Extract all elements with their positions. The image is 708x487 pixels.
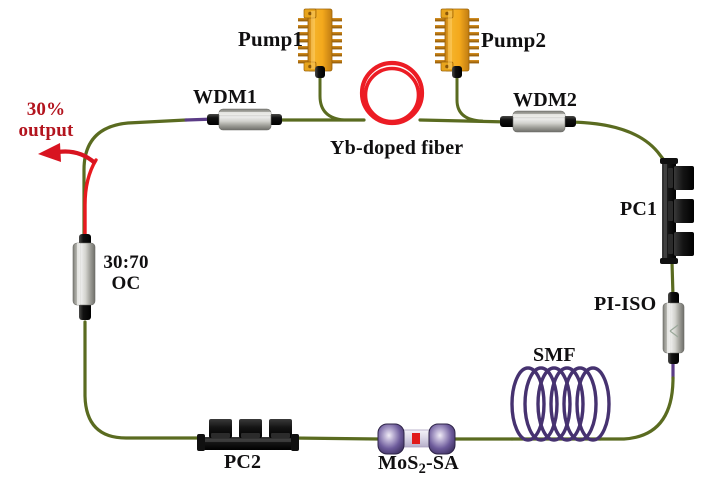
label-pump2: Pump2 [481, 28, 547, 52]
label-output: 30%output [6, 99, 86, 141]
label-oc-ratio: 30:70 [103, 252, 149, 273]
label-output-percent: 30% [26, 99, 66, 120]
yb-doped-fiber-coil [359, 60, 425, 126]
component-output-coupler[interactable] [72, 234, 96, 320]
label-smf: SMF [533, 344, 576, 366]
component-wdm1[interactable] [207, 108, 282, 131]
output-branch [38, 143, 98, 240]
label-mos2-sa-subscript: 2 [418, 461, 427, 478]
label-mos2-sa-prefix: MoS [378, 452, 419, 474]
label-pump1: Pump1 [238, 27, 304, 51]
pump1-lead [318, 70, 346, 122]
pump-lead-fibers [318, 70, 484, 123]
component-mos2-sa[interactable] [377, 423, 456, 455]
label-yb-doped-fiber: Yb-doped fiber [330, 137, 464, 159]
label-wdm2: WDM2 [513, 89, 578, 111]
component-pump1[interactable] [298, 8, 342, 78]
label-wdm1: WDM1 [193, 86, 258, 108]
label-pc1: PC1 [620, 198, 658, 220]
component-wdm2[interactable] [500, 110, 576, 133]
label-oc-name: OC [111, 272, 141, 294]
component-pc1[interactable] [660, 158, 694, 264]
label-pi-iso: PI-ISO [594, 293, 657, 315]
output-arrow-head [38, 143, 61, 162]
component-pc2[interactable] [197, 419, 299, 451]
output-arrow-shaft [57, 149, 97, 165]
cavity-fiber-path [82, 117, 675, 441]
label-output-word: output [18, 119, 74, 141]
output-fiber [83, 158, 98, 240]
component-pump2[interactable] [435, 8, 479, 78]
label-mos2-sa-suffix: -SA [426, 452, 459, 474]
label-pc2: PC2 [224, 451, 262, 473]
label-mos2-sa: MoS2-SA [378, 452, 459, 478]
component-smf-coil [510, 366, 611, 442]
pump2-lead [455, 70, 484, 123]
component-pi-iso[interactable] [662, 292, 685, 364]
